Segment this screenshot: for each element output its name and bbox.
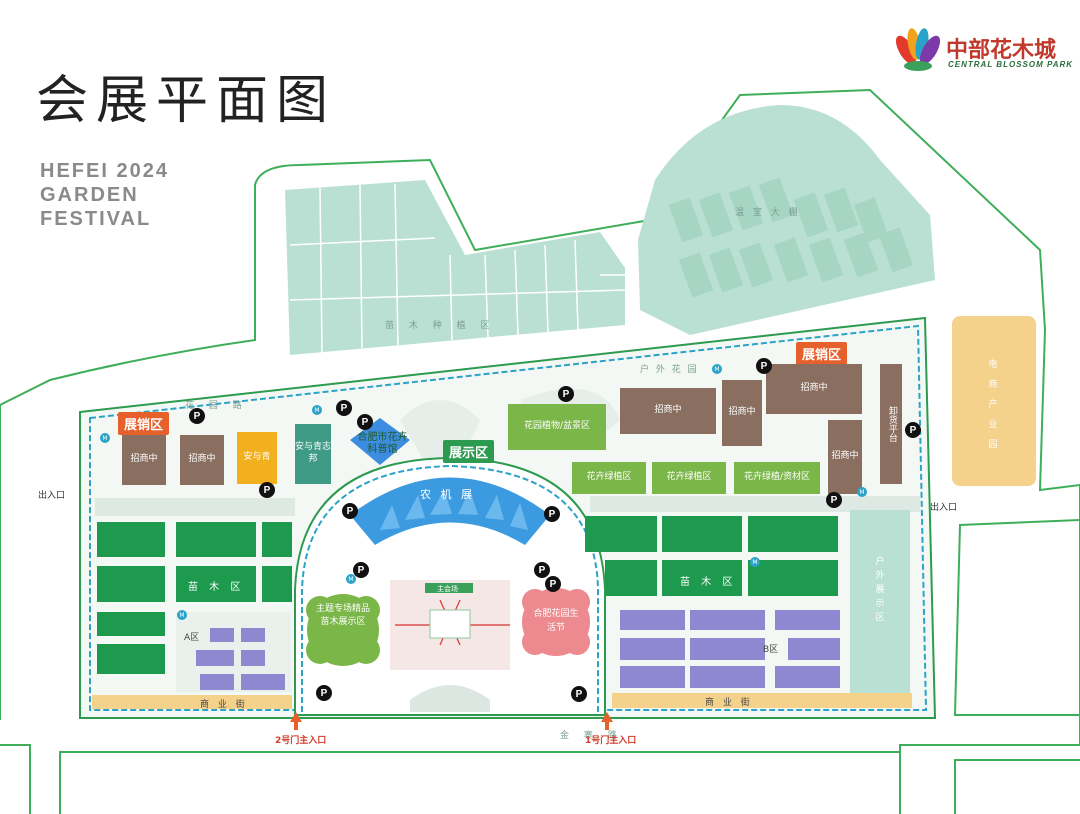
metro-icon: M (712, 364, 722, 374)
unload-platform[interactable]: 卸货平台 (880, 364, 902, 484)
booth-left-1[interactable]: 招商中 (122, 435, 166, 485)
road-outline-right2 (953, 519, 1080, 716)
road-left-label: 花 园 路 (185, 401, 248, 411)
booth-teal[interactable]: 安与青志邦 (295, 424, 331, 484)
festival-line-2: GARDEN (40, 184, 139, 206)
parking-icon: P (336, 400, 352, 416)
hefei-garden-label: 合肥花园生活节 (533, 609, 579, 633)
gate1-arrow (601, 712, 613, 730)
logo-en: CENTRAL BLOSSOM PARK (948, 60, 1074, 69)
ecommerce-label: 电商产业园 (988, 360, 998, 450)
theme-nursery-label: 主题专场精品苗木展示区 (315, 604, 370, 628)
parking-icon: P (826, 492, 842, 508)
zone-b-booths (620, 610, 840, 688)
booth-right-4[interactable]: 招商中 (828, 420, 862, 494)
parking-icon: P (534, 562, 550, 578)
metro-icon: M (750, 557, 760, 567)
road-outline-right (954, 759, 1080, 814)
booth-right-1[interactable]: 招商中 (620, 388, 716, 434)
zone-a-booths (196, 628, 285, 690)
logo-flower-icon (895, 28, 941, 71)
booth-left-2[interactable]: 招商中 (180, 435, 224, 485)
gate2-label[interactable]: 2号门主入口 (275, 736, 327, 746)
road-outline (0, 88, 1080, 814)
festival-line-3: FESTIVAL (40, 208, 152, 230)
right-nursery-blocks (585, 516, 838, 596)
logo-cn: 中部花木城 (946, 38, 1057, 63)
zone-a-label: A区 (184, 633, 200, 643)
road-outline-inner (59, 751, 900, 814)
seedling-base-label: 苗 木 种 植 区 (385, 321, 496, 331)
page-title: 会展平面图 (36, 71, 337, 131)
nursery-right-label: 苗 木 区 (680, 577, 737, 588)
parking-icon: P (259, 482, 275, 498)
metro-icon: M (312, 405, 322, 415)
nursery-left-label: 苗 木 区 (188, 582, 245, 593)
zone-b-label: B区 (763, 645, 779, 655)
commercial-right-block (612, 693, 912, 708)
metro-icon: M (177, 610, 187, 620)
booth-garden-plants[interactable]: 花园植物/盆景区 (508, 404, 606, 450)
commercial-right-label: 商 业 街 (705, 698, 753, 708)
display-zone-tag: 展示区 (443, 440, 495, 463)
parking-icon: P (189, 408, 205, 424)
main-stage-label: 主会场 (437, 585, 458, 593)
theme-nursery-shape (306, 594, 380, 666)
exit-right-label[interactable]: 出入口 (930, 503, 958, 513)
sales-zone-tag-left: 展销区 (118, 412, 170, 435)
metro-icon: M (346, 574, 356, 584)
greenhouse (638, 105, 935, 335)
outdoor-display-block (850, 510, 910, 695)
hefei-garden-shape (522, 588, 590, 656)
gate2-arrow (290, 712, 302, 730)
parking-icon: P (558, 386, 574, 402)
parking-icon: P (571, 686, 587, 702)
science-hall-label: 合肥市花卉科普馆 (357, 432, 408, 455)
metro-icon: M (857, 487, 867, 497)
seedling-base (285, 180, 625, 355)
farm-expo-label: 农 机 展 (420, 488, 475, 501)
greenhouse-label: 温 室 大 棚 (735, 208, 801, 218)
outdoor-display-label: 户外展示区 (875, 557, 885, 623)
parking-icon: P (905, 422, 921, 438)
gate1-label[interactable]: 1号门主入口 (585, 736, 637, 746)
parking-icon: P (357, 414, 373, 430)
unload-platform-label: 卸货平台 (886, 406, 897, 442)
booth-yellow[interactable]: 安与青 (237, 432, 277, 484)
booth-right-3[interactable]: 招商中 (766, 364, 862, 414)
left-nursery-blocks (97, 522, 292, 674)
route-dashed (89, 324, 928, 711)
booth-flower-1[interactable]: 花卉绿植区 (572, 462, 646, 494)
booth-right-2[interactable]: 招商中 (722, 380, 762, 446)
road-outline-left (0, 744, 31, 814)
parking-icon: P (545, 576, 561, 592)
commercial-left-label: 商 业 街 (200, 700, 248, 710)
exit-left-label[interactable]: 出入口 (38, 491, 66, 501)
road-top-label: 户 外 花 园 (640, 365, 699, 375)
ecommerce-block (952, 316, 1036, 486)
parking-icon: P (316, 685, 332, 701)
parking-icon: P (342, 503, 358, 519)
metro-icon: M (100, 433, 110, 443)
road-bottom-label: 金 寨 路 (560, 731, 623, 741)
parking-icon: P (756, 358, 772, 374)
sales-zone-tag-right: 展销区 (796, 342, 848, 365)
festival-line-1: HEFEI 2024 (40, 160, 169, 182)
parking-icon: P (544, 506, 560, 522)
parking-icon: P (353, 562, 369, 578)
booth-flower-3[interactable]: 花卉绿植/资材区 (734, 462, 820, 494)
booth-flower-2[interactable]: 花卉绿植区 (652, 462, 726, 494)
commercial-left-block (92, 695, 292, 709)
